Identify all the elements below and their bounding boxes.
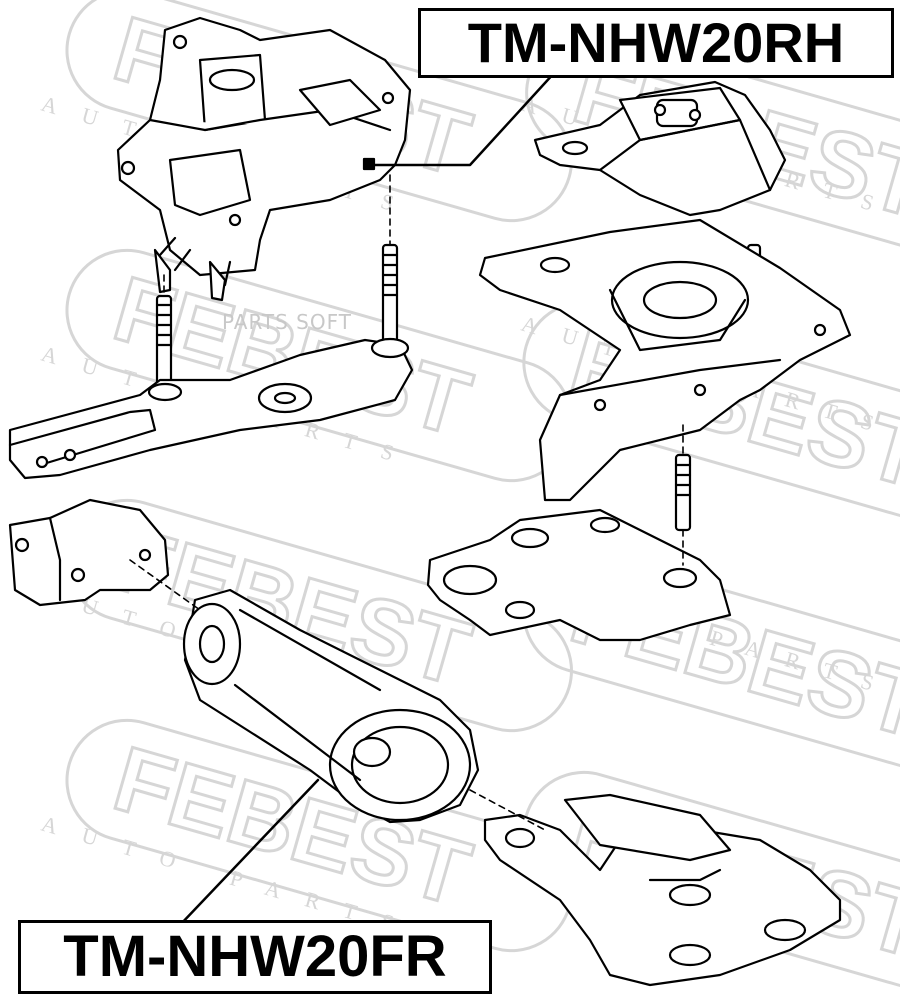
leader-lines [178,70,557,927]
stand-bracket-fr [483,793,842,987]
torque-rod-small-bracket [8,498,170,607]
upper-engine-bracket-rh [116,16,412,302]
part-number-label-rh: TM-NHW20RH [418,8,894,78]
assembly-dash-lines [129,174,684,831]
lower-mount-bracket-rh [8,337,414,480]
torque-rod-fr [182,588,480,824]
parts-soft-watermark: PARTS SOFT [222,310,352,334]
insulator-mount-rh [533,80,787,217]
base-bracket-rh [426,508,732,642]
leader-marker [362,157,376,171]
plate-bracket-rh [478,218,852,502]
part-number-label-fr: TM-NHW20FR [18,920,492,994]
